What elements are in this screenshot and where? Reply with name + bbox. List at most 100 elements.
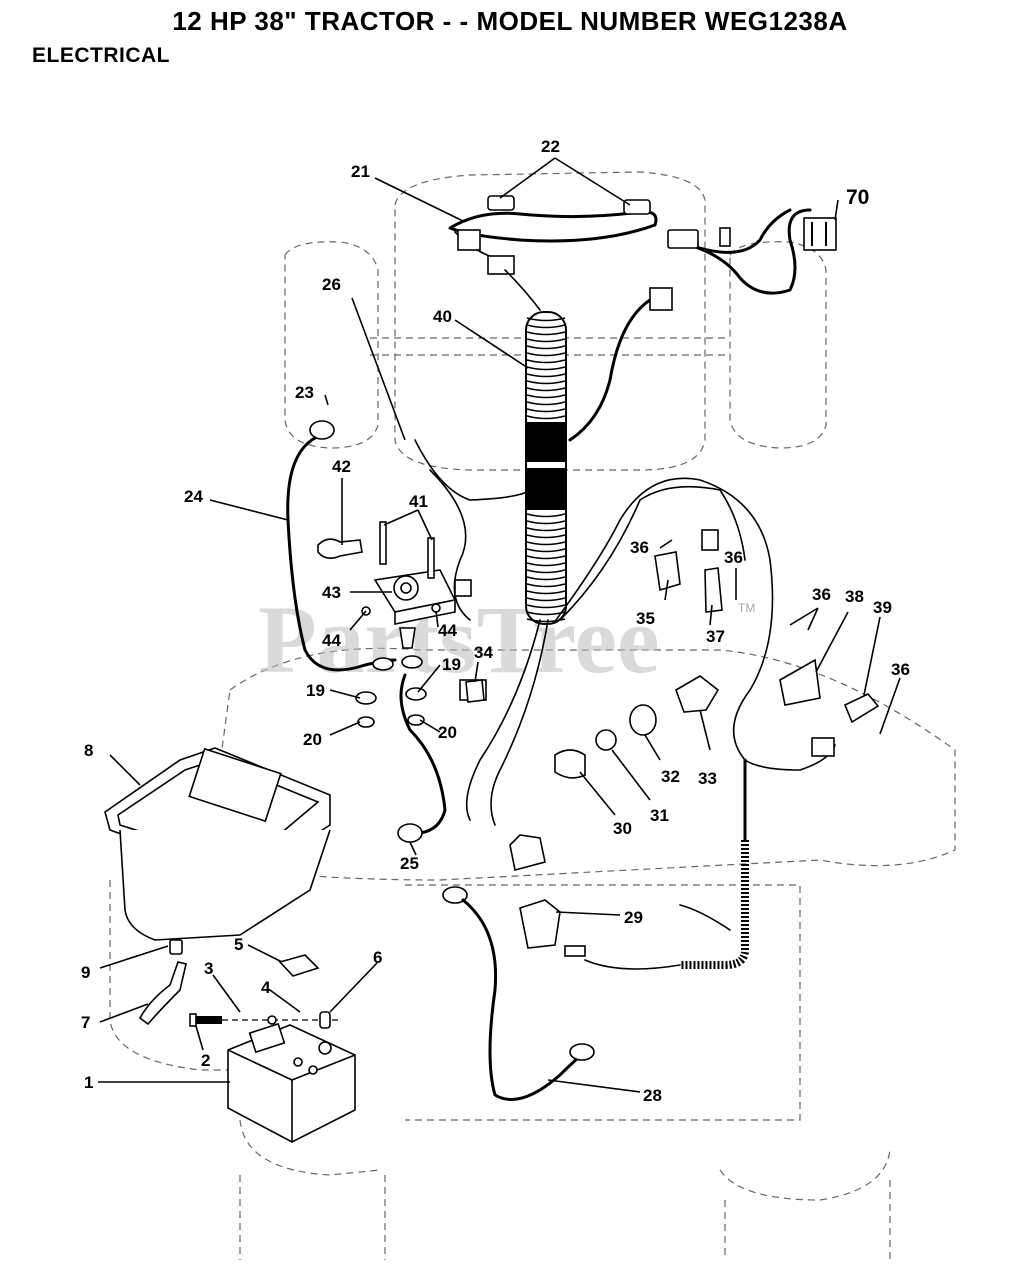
callout-23: 23 (295, 383, 314, 402)
callout-43: 43 (322, 583, 341, 602)
seat-switch-harness (667, 208, 837, 295)
harness-plug (487, 255, 515, 275)
conduit-rib (526, 317, 566, 322)
leader-lines (98, 157, 901, 1093)
callout-70: 70 (846, 186, 869, 209)
key-switch-30 (554, 749, 586, 779)
conduit-rib (526, 527, 566, 532)
section-title: ELECTRICAL (32, 44, 170, 67)
bracket-38 (779, 658, 821, 706)
cable-28 (442, 886, 595, 1101)
coil-cable (584, 758, 749, 970)
switch-parts (465, 529, 880, 957)
battery-tray-8 (104, 747, 331, 941)
callout-38: 38 (845, 587, 864, 606)
tractor-outline-ghost (109, 171, 956, 1260)
callout-20-left: 20 (303, 730, 322, 749)
callout-35: 35 (636, 609, 655, 628)
vent-cap-9 (169, 939, 183, 955)
battery-1 (227, 1022, 356, 1143)
fuse-holder (719, 227, 731, 247)
cable-25 (397, 673, 447, 843)
cable-24 (286, 420, 397, 672)
callout-34: 34 (474, 643, 493, 662)
bolt-3 (196, 1016, 222, 1024)
callout-26: 26 (322, 275, 341, 294)
conduit-rib (526, 555, 566, 560)
cover-5 (278, 954, 320, 977)
callout-36-b: 36 (724, 548, 743, 567)
watermark-text: PartsTree (258, 586, 660, 693)
bolt-head-2 (189, 1013, 197, 1027)
conduit-rib (526, 604, 566, 609)
callout-25: 25 (400, 854, 419, 873)
conduit-rib (526, 534, 566, 539)
starter-solenoid-29 (519, 899, 561, 949)
callout-19-left: 19 (306, 681, 325, 700)
callout-44-right: 44 (438, 621, 457, 640)
conduit-rib (526, 562, 566, 567)
conduit-rib (526, 590, 566, 595)
conduit-sleeve-upper (525, 422, 567, 462)
terminal-6 (319, 1011, 331, 1029)
callout-4: 4 (261, 978, 271, 997)
connector-39 (811, 737, 835, 757)
callout-3: 3 (204, 959, 213, 978)
conduit-rib (526, 359, 566, 364)
conduit-rib (526, 520, 566, 525)
conduit-rib (526, 345, 566, 350)
callout-1: 1 (84, 1073, 93, 1092)
conduit-rib (526, 373, 566, 378)
conduit-rib (526, 548, 566, 553)
boot-42 (317, 538, 363, 560)
conduit-rib (526, 331, 566, 336)
conduit-rib (526, 513, 566, 518)
main-wire-harness (414, 439, 836, 826)
conduit-rib (526, 541, 566, 546)
conduit-rib (526, 338, 566, 343)
callout-9: 9 (81, 963, 90, 982)
page-title: 12 HP 38" TRACTOR - - MODEL NUMBER WEG12… (172, 6, 848, 36)
watermark-tm: TM (738, 601, 755, 615)
conduit-rib (526, 324, 566, 329)
conduit-rib (526, 597, 566, 602)
conduit-rib (526, 583, 566, 588)
vent-tube-7 (138, 961, 187, 1026)
bulb-socket-right (623, 199, 651, 215)
callout-41: 41 (409, 492, 428, 511)
module-33 (675, 675, 720, 713)
plunger-37 (704, 567, 723, 613)
callout-39: 39 (873, 598, 892, 617)
callout-31: 31 (650, 806, 669, 825)
callout-19-right: 19 (442, 655, 461, 674)
conduit-connector (649, 287, 673, 311)
conduit-rib (526, 387, 566, 392)
bezel-32 (629, 704, 657, 736)
battery-hardware (138, 939, 340, 1029)
callout-40: 40 (433, 307, 452, 326)
conduit-rib (526, 401, 566, 406)
callout-28: 28 (643, 1086, 662, 1105)
headlight-harness (448, 195, 658, 275)
callout-37: 37 (706, 627, 725, 646)
nut-31 (595, 729, 617, 751)
callout-2: 2 (201, 1051, 210, 1070)
solenoid-assembly (317, 521, 472, 728)
harness-connector (457, 229, 481, 251)
callout-8: 8 (84, 741, 93, 760)
callout-labels: 22 21 70 26 40 23 42 24 41 36 36 43 36 3… (81, 137, 910, 1105)
callout-21: 21 (351, 162, 370, 181)
conduit-rib (526, 352, 566, 357)
conduit-sleeve-lower (525, 468, 567, 510)
callout-20-right: 20 (438, 723, 457, 742)
switch-39 (843, 693, 880, 724)
watermark-group: PartsTree TM (258, 586, 755, 693)
conduit-rib (526, 394, 566, 399)
callout-5: 5 (234, 935, 243, 954)
callout-33: 33 (698, 769, 717, 788)
bulb-socket-left (487, 195, 515, 211)
conduit-rib (526, 408, 566, 413)
callout-32: 32 (661, 767, 680, 786)
conduit-rib (526, 366, 566, 371)
